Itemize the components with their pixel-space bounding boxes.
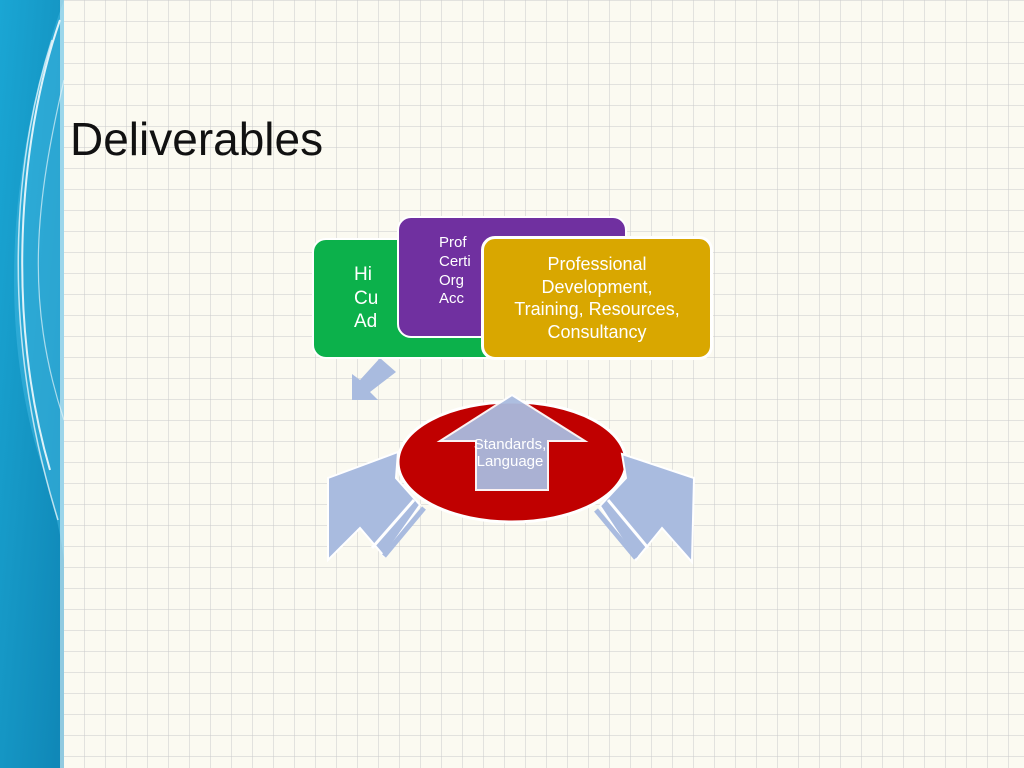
arrow-to-green: [352, 358, 396, 400]
center-text: Standards, Language: [473, 436, 547, 471]
box-purple-text: Prof Certi Org Acc: [439, 234, 471, 308]
decorative-side-band: [0, 0, 64, 768]
center-ellipse-label: Standards, Language: [440, 436, 580, 471]
slide-title: Deliverables: [70, 113, 324, 165]
box-yellow-text: Professional Development, Training, Reso…: [514, 254, 680, 342]
arrow-right-bottom: [594, 452, 696, 565]
box-green-text: Hi Cu Ad: [354, 263, 379, 333]
arrow-up-center: [436, 393, 589, 491]
box-yellow: Professional Development, Training, Reso…: [481, 236, 713, 360]
arrow-left-bottom: [327, 450, 426, 563]
